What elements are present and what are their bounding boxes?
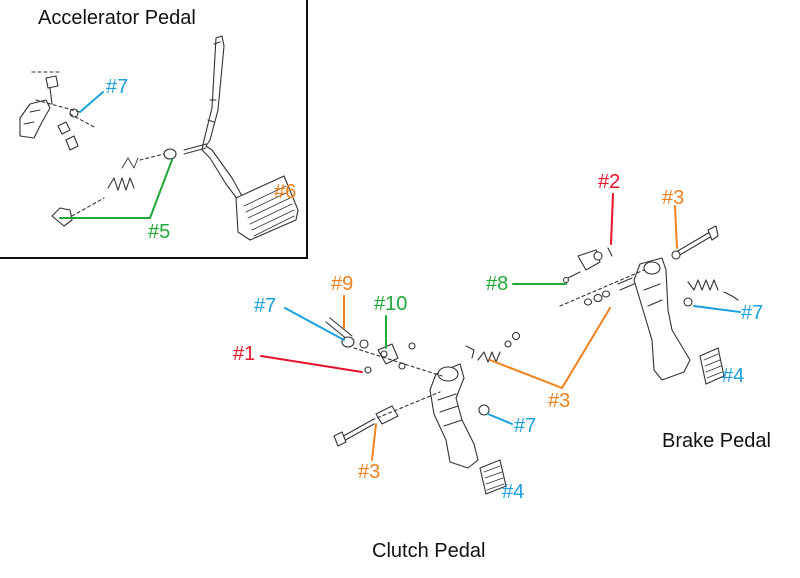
- callout-clutch-3-mid: #3: [548, 390, 571, 412]
- brake-pedal-title: Brake Pedal: [662, 430, 771, 452]
- callout-brake-3: #3: [662, 187, 685, 209]
- accelerator-assembly: [19, 35, 299, 241]
- callout-clutch-1: #1: [233, 343, 256, 365]
- clutch-assembly: [325, 317, 521, 495]
- callout-clutch-3-bottom: #3: [358, 461, 381, 483]
- callout-acc-7: #7: [106, 76, 129, 98]
- callout-clutch-10: #10: [374, 293, 408, 315]
- leader-lines: [59, 91, 741, 461]
- accelerator-pedal-title: Accelerator Pedal: [38, 7, 196, 29]
- accelerator-inset-frame: [0, 0, 308, 259]
- clutch-pedal-title: Clutch Pedal: [372, 540, 486, 562]
- callout-brake-7: #7: [741, 302, 764, 324]
- callout-clutch-7-left: #7: [254, 295, 277, 317]
- brake-assembly: [559, 225, 739, 385]
- callout-acc-6: #6: [274, 181, 297, 203]
- callout-brake-2: #2: [598, 171, 621, 193]
- callout-brake-8: #8: [486, 273, 509, 295]
- callout-brake-4: #4: [722, 365, 745, 387]
- callout-acc-5: #5: [148, 221, 171, 243]
- callout-clutch-4: #4: [502, 481, 525, 503]
- callout-clutch-7-lower: #7: [514, 415, 537, 437]
- callout-clutch-9: #9: [331, 273, 354, 295]
